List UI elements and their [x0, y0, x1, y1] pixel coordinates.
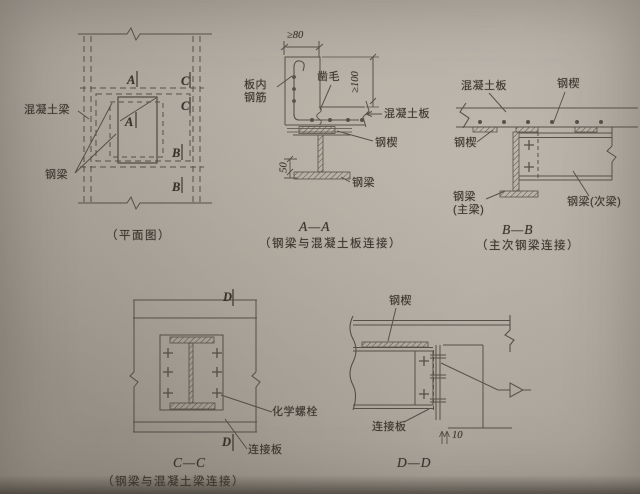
aa-label-roughening: 凿毛: [317, 71, 340, 83]
cc-label-connection-plate: 连接板: [248, 444, 283, 456]
bb-label-concrete-slab: 混凝土板: [461, 80, 507, 92]
plan-marker-b-mid: B: [172, 146, 181, 160]
plan-caption: （平面图）: [106, 230, 171, 242]
aa-label-concrete-slab: 混凝土板: [384, 108, 430, 120]
bb-subtitle: （主次钢梁连接）: [476, 240, 580, 252]
section-aa-drawing: [276, 41, 382, 183]
aa-subtitle: （钢梁与混凝土板连接）: [259, 238, 402, 250]
aa-dim-width: ≥80: [287, 30, 304, 41]
aa-label-steel-wedge: 钢楔: [375, 137, 398, 149]
cc-subtitle: （钢梁与混凝土梁连接）: [102, 476, 245, 488]
plan-label-steel-beam: 钢梁: [45, 169, 68, 181]
cc-marker-d-top: D: [223, 290, 233, 304]
section-dd-drawing: [349, 307, 531, 444]
cc-title: C—C: [173, 455, 207, 470]
plan-marker-a-mid: A: [125, 115, 134, 129]
bb-label-steel-wedge-left: 钢楔: [454, 137, 477, 149]
cc-label-chemical-anchor: 化学螺栓: [272, 406, 318, 418]
bb-label-secondary-beam: 钢梁(次梁): [567, 196, 622, 208]
bb-title: B—B: [502, 222, 534, 237]
aa-dim-offset: 50: [278, 162, 290, 173]
bb-label-steel-wedge-top: 钢楔: [557, 78, 580, 90]
dd-label-steel-wedge: 钢楔: [389, 295, 412, 307]
aa-label-slab-rebar: 板内 钢筋: [244, 79, 267, 104]
plan-drawing: [74, 26, 212, 211]
section-cc-drawing: [129, 289, 273, 451]
section-bb-drawing: [456, 91, 638, 200]
plan-label-concrete-beam: 混凝土梁: [24, 104, 70, 116]
aa-title: A—A: [299, 219, 331, 234]
dd-dim-thickness: 10: [452, 430, 463, 441]
aa-dim-height: ≥100: [350, 71, 361, 93]
plan-marker-a-top: A: [127, 73, 136, 87]
plan-marker-c-mid: C: [181, 99, 190, 113]
bb-label-main-beam: 钢梁 (主梁): [453, 191, 485, 216]
cc-marker-d-bottom: D: [222, 435, 232, 449]
plan-marker-b-bottom: B: [172, 180, 181, 194]
dd-label-connection-plate: 连接板: [372, 421, 407, 433]
plan-marker-c-top: C: [181, 74, 190, 88]
dd-title: D—D: [397, 455, 432, 470]
aa-label-steel-beam: 钢梁: [352, 177, 375, 189]
